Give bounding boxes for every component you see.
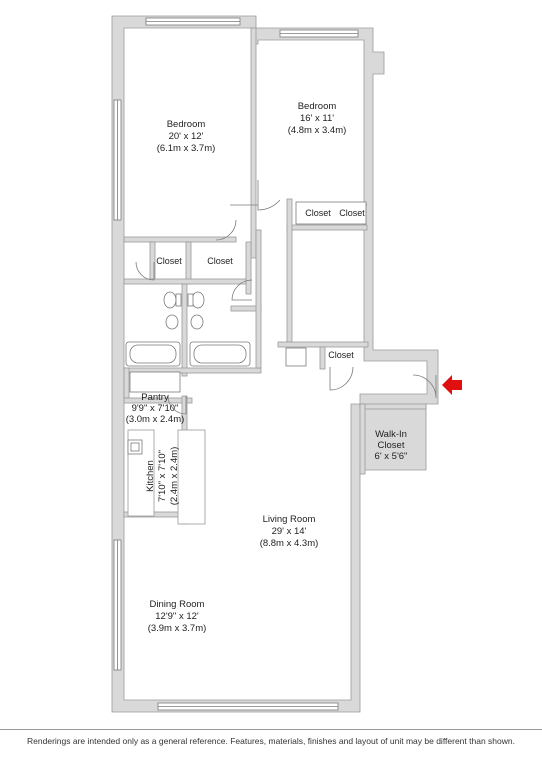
kitchen-name: Kitchen (145, 460, 156, 492)
dining-name: Dining Room (150, 599, 205, 610)
labels: Bedroom 20' x 12' (6.1m x 3.7m) Bedroom … (126, 101, 408, 634)
kitchen-size: 7'10" x 7'10" (157, 450, 168, 502)
toilet-left (163, 291, 177, 309)
living-size: 29' x 14' (272, 526, 307, 537)
sink-right (190, 314, 204, 330)
bedroom2-metric: (4.8m x 3.4m) (288, 125, 347, 136)
bedroom1-size: 20' x 12' (169, 131, 204, 142)
footer-rule (0, 729, 542, 730)
closet-bed2-b: Closet (339, 208, 365, 218)
doors (135, 180, 437, 415)
kitchen-metric: (2.4m x 2.4m) (169, 447, 180, 506)
bedroom1-metric: (6.1m x 3.7m) (157, 143, 216, 154)
dining-metric: (3.9m x 3.7m) (148, 623, 207, 634)
closet-bed2-a: Closet (305, 208, 331, 218)
disclaimer-text: Renderings are intended only as a genera… (27, 736, 515, 746)
fixtures (125, 201, 367, 455)
bedroom1-name: Bedroom (167, 119, 206, 130)
pantry-size: 9'9" x 7'10" (132, 403, 179, 414)
pantry-metric: (3.0m x 2.4m) (126, 414, 185, 425)
walkin-name-2: Closet (378, 440, 405, 451)
closet-entry: Closet (328, 350, 354, 360)
walkin-size: 6' x 5'6" (375, 451, 408, 462)
dining-size: 12'9" x 12' (155, 611, 199, 622)
closet-hall-2: Closet (207, 256, 233, 266)
walkin-name-1: Walk-In (375, 429, 407, 440)
toilet-right (191, 291, 205, 309)
bedroom2-name: Bedroom (298, 101, 337, 112)
living-metric: (8.8m x 4.3m) (260, 538, 319, 549)
closet-hall-1: Closet (156, 256, 182, 266)
red-arrow-icon (442, 375, 462, 395)
pantry-name: Pantry (141, 392, 169, 403)
pantry-counter (129, 371, 181, 393)
windows (113, 17, 359, 711)
sink-left (165, 314, 179, 330)
bedroom2-size: 16' x 11' (300, 113, 334, 124)
living-name: Living Room (263, 514, 316, 525)
